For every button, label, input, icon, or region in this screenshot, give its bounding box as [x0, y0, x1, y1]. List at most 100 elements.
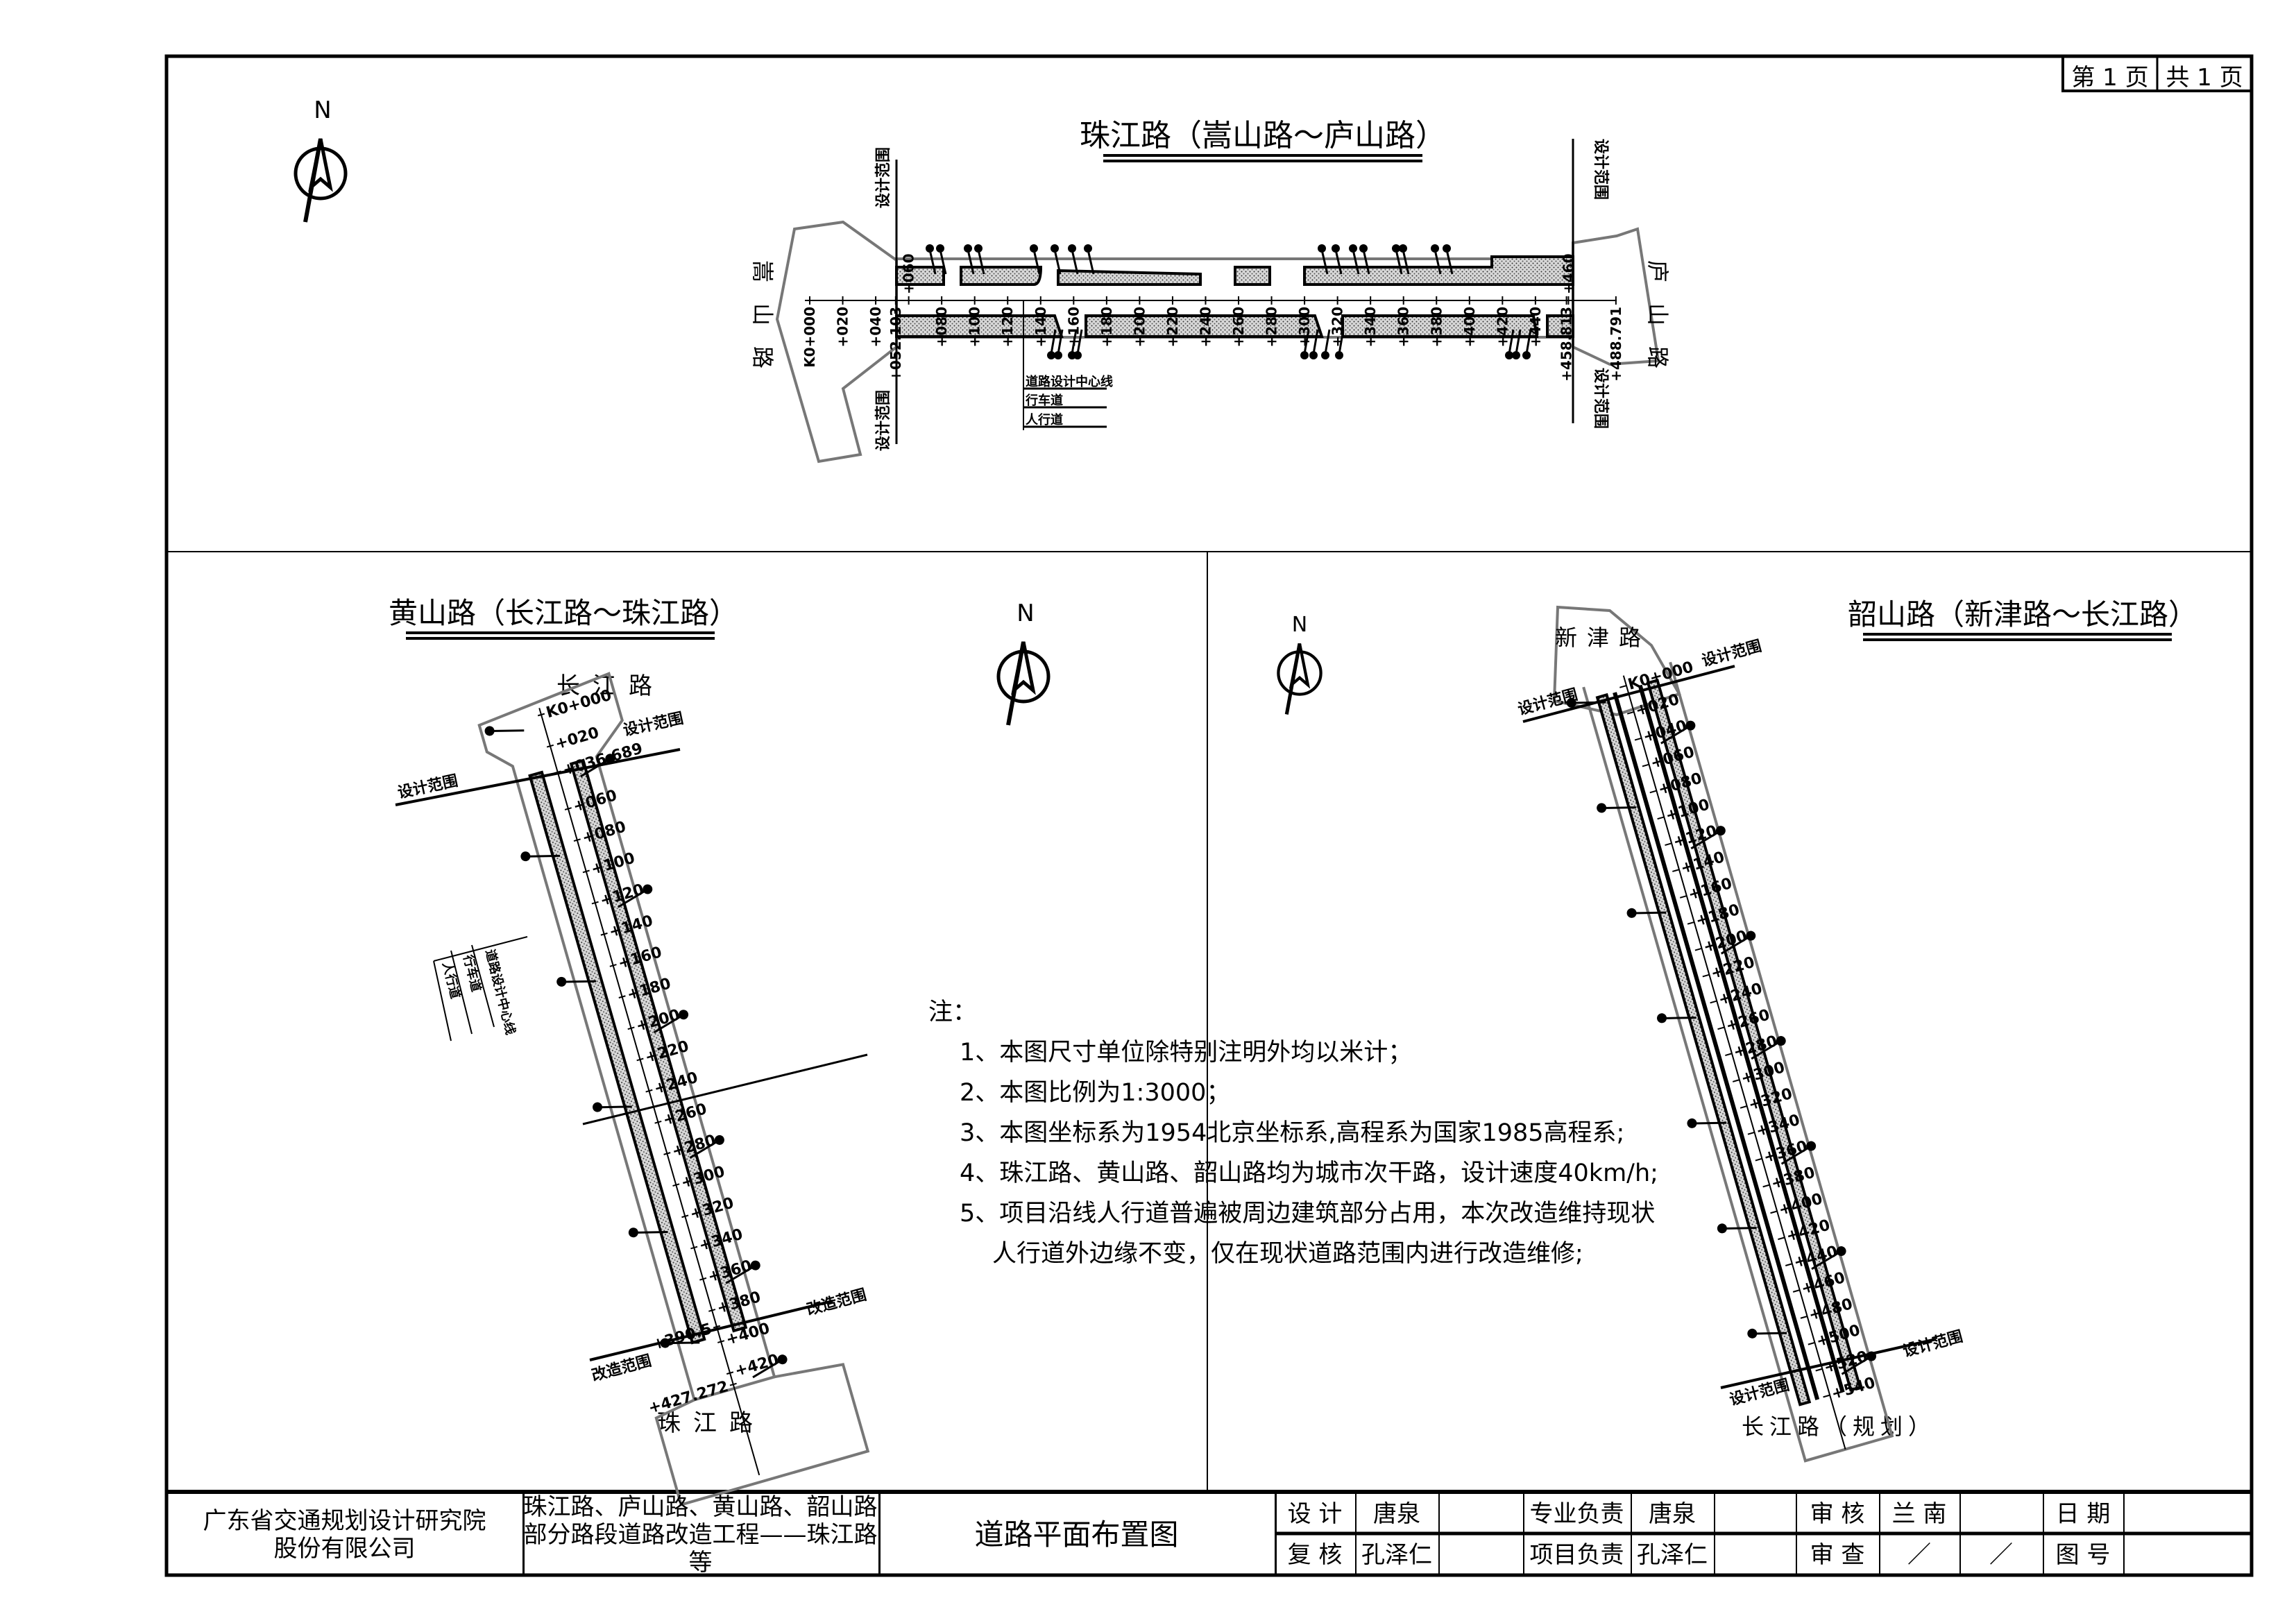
station-tick [1710, 1000, 1717, 1004]
changjiang-road-label: 长江路 [556, 672, 665, 700]
note-item: 4、珠江路、黄山路、韶山路均为城市次干路，设计速度40km/h; [960, 1159, 1658, 1187]
station-tick [600, 932, 608, 936]
note-item: 5、项目沿线人行道普遍被周边建筑部分占用，本次改造维持现状 [960, 1200, 1656, 1227]
north-arrow-icon [1278, 644, 1320, 715]
project-name-line2: 部分路段道路改造工程——珠江路等 [523, 1520, 878, 1577]
street-light-icon [1321, 351, 1329, 359]
station-tick [1823, 1394, 1830, 1398]
station-tick [1672, 869, 1680, 872]
shaoshan-title: 韶山路（新津路～长江路） [1848, 597, 2197, 631]
pole-leader [1395, 249, 1403, 275]
street-light-icon [750, 1260, 760, 1271]
station-label: +460 [1560, 253, 1576, 294]
station-tick [609, 964, 617, 967]
approve-label: 审 查 [1796, 1535, 1880, 1575]
pole-leader [928, 249, 937, 275]
station-tick [1687, 921, 1694, 925]
pole-leader [1694, 1121, 1727, 1125]
street-light-icon [1047, 351, 1055, 359]
pole-leader [1664, 1017, 1697, 1019]
pole-leader [1515, 329, 1522, 355]
design-range-label: 设计范围 [875, 147, 892, 208]
note-item: 3、本图坐标系为1954北京坐标系,高程系为国家1985高程系; [960, 1119, 1625, 1147]
street-light-icon [1597, 803, 1607, 813]
street-light-icon [1806, 1141, 1817, 1151]
station-label: +160 [1065, 307, 1082, 348]
north-arrow-icon [998, 642, 1048, 725]
check-label: 复 核 [1275, 1535, 1357, 1575]
songshan-road-label: 嵩山路 [749, 260, 776, 389]
pole-leader [1053, 249, 1062, 275]
design-name: 唐泉 [1355, 1494, 1440, 1533]
station-tick [1747, 1131, 1755, 1135]
east-sidewalk [1646, 678, 1862, 1392]
station-label: +280 [1264, 307, 1280, 348]
station-tick [663, 1152, 671, 1155]
design-limit-line [1522, 665, 1735, 723]
street-light-icon [1399, 244, 1407, 253]
north-arrow-icon [296, 139, 346, 222]
station-label: +420 [1494, 307, 1511, 348]
station-label: +040 [867, 307, 884, 348]
pole-leader [1087, 249, 1095, 275]
station-label: +052.103 [887, 307, 904, 382]
street-light-icon [643, 884, 653, 894]
west-sidewalk [528, 770, 706, 1345]
review-name: 兰 南 [1879, 1494, 1961, 1533]
zhujiang-road-plan: K0+000+020+040+052.103+060+080+100+120+1… [749, 118, 1671, 464]
station-tick [654, 1120, 662, 1124]
company-name-line2: 股份有限公司 [273, 1534, 416, 1563]
street-light-icon [1626, 908, 1637, 918]
street-light-icon [593, 1102, 603, 1112]
station-tick [573, 838, 581, 842]
pole-leader [939, 249, 947, 275]
station-tick [1694, 947, 1702, 951]
street-light-icon [1309, 351, 1318, 359]
pole-leader [1076, 329, 1083, 355]
date-value [2123, 1494, 2252, 1533]
street-light-icon [1715, 826, 1726, 836]
note-item: 2、本图比例为1:3000； [960, 1079, 1231, 1107]
station-tick [726, 1371, 734, 1375]
notes-heading: 注： [928, 999, 978, 1026]
north-label: N [1017, 600, 1034, 627]
review-signature [1959, 1494, 2044, 1533]
specialty-label: 专业负责 [1523, 1494, 1632, 1533]
pole-leader [1071, 329, 1078, 355]
pole-leader [1320, 249, 1329, 275]
design-range-label: 设计范围 [1700, 638, 1763, 670]
design-range-label: 设计范围 [875, 390, 892, 451]
street-light-icon [1522, 351, 1531, 359]
project-lead-signature [1714, 1535, 1797, 1575]
drawing-title: 道路平面布置图 [878, 1494, 1277, 1575]
approve-name: ／ [1879, 1535, 1961, 1575]
street-light-icon [1443, 244, 1451, 253]
station-tick [645, 1089, 653, 1093]
review-label: 审 核 [1796, 1494, 1880, 1533]
station-tick [537, 713, 545, 717]
street-light-icon [1084, 244, 1092, 253]
company-name: 广东省交通规划设计研究院 [203, 1506, 486, 1535]
station-label: +100 [967, 307, 983, 348]
pole-leader [967, 249, 975, 275]
station-tick [1619, 685, 1627, 688]
pole-leader [635, 1231, 668, 1234]
street-light-icon [1431, 244, 1439, 253]
pole-leader [653, 1014, 683, 1034]
station-tick [1808, 1341, 1815, 1345]
pole-leader [689, 1140, 719, 1159]
legend-centerline: 道路设计中心线 [482, 948, 518, 1037]
street-light-icon [556, 976, 567, 987]
pole-leader [1334, 249, 1343, 275]
station-label: +060 [901, 253, 917, 294]
station-tick [717, 1340, 725, 1343]
note-item: 人行道外边缘不变，仅在现状道路范围内进行改造维修; [992, 1240, 1583, 1268]
north-sidewalk [895, 255, 1574, 286]
street-light-icon [605, 754, 615, 764]
design-range-label: 设计范围 [1901, 1328, 1964, 1361]
street-light-icon [1335, 351, 1343, 359]
street-light-icon [1318, 244, 1326, 253]
street-light-icon [1051, 244, 1059, 253]
station-tick [591, 901, 599, 905]
street-light-icon [484, 726, 495, 736]
